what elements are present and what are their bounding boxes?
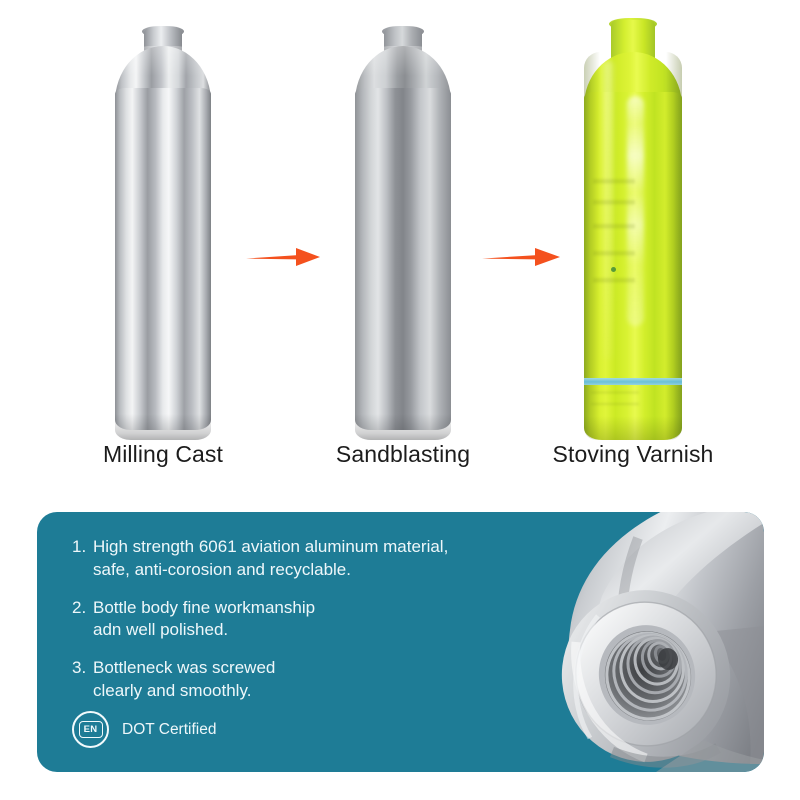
bottle1-bottom-shadow [115, 414, 211, 440]
bottleneck-thread-closeup [506, 512, 764, 772]
feature-item-3: 3. Bottleneck was screwed clearly and sm… [72, 657, 502, 703]
en-badge-icon: EN [72, 711, 109, 748]
step-1-label: Milling Cast [102, 441, 224, 467]
feature-3-line-1: Bottleneck was screwed [93, 658, 276, 678]
process-step-3: Stoving Varnish [533, 0, 733, 500]
feature-item-2: 2. Bottle body fine workmanship adn well… [72, 597, 502, 643]
bottle3-lower-markings [591, 388, 639, 422]
arrow-step-2-to-3 [482, 246, 560, 268]
feature-3-text: Bottleneck was screwed clearly and smoot… [93, 657, 502, 703]
feature-3-line-2: clearly and smoothly. [93, 680, 252, 700]
step-2-label: Sandblasting [335, 441, 471, 467]
feature-1-line-2: safe, anti-corosion and recyclable. [93, 559, 351, 579]
bottle3-blue-band [584, 378, 682, 385]
bottle-stoving-varnish [533, 0, 733, 440]
bottle-sandblasting [303, 0, 503, 440]
feature-item-1: 1. High strength 6061 aviation aluminum … [72, 536, 502, 582]
feature-2-number: 2. [72, 597, 87, 617]
feature-2-line-2: adn well polished. [93, 620, 229, 640]
feature-list: 1. High strength 6061 aviation aluminum … [72, 536, 502, 718]
bottle1-top-highlight [115, 46, 211, 76]
feature-2-text: Bottle body fine workmanship adn well po… [93, 597, 502, 643]
process-step-2: Sandblasting [303, 0, 503, 500]
bottle3-green-dot-mark [611, 267, 616, 272]
bottle-milling-cast [63, 0, 263, 440]
bottle3-left-edge-shade [584, 52, 600, 440]
feature-1-text: High strength 6061 aviation aluminum mat… [93, 536, 502, 582]
en-badge-label: EN [78, 721, 103, 738]
bottle3-bottom-shadow [584, 416, 682, 440]
bottle3-secondary-gloss [603, 60, 613, 360]
arrow-step-1-to-2 [246, 246, 320, 268]
bottle2-bottom-shadow [355, 414, 451, 440]
process-row: Milling Cast Sandblasting [63, 0, 733, 500]
bottle2-top-highlight [355, 46, 451, 76]
bottle2-body [355, 88, 451, 430]
step-3-label: Stoving Varnish [552, 441, 714, 467]
bottle3-embossed-markings [593, 170, 635, 320]
bottle3-specular-gloss [627, 96, 644, 326]
process-step-1: Milling Cast [63, 0, 263, 500]
feature-2-line-1: Bottle body fine workmanship [93, 597, 316, 617]
feature-1-line-1: High strength 6061 aviation aluminum mat… [93, 537, 449, 556]
bottle3-right-edge-shade [666, 52, 682, 440]
bottle1-body [115, 88, 211, 430]
feature-3-number: 3. [72, 658, 87, 678]
feature-1-number: 1. [72, 537, 87, 556]
dot-certified-label: DOT Certified [122, 720, 217, 738]
dot-certified-badge: EN DOT Certified [72, 711, 216, 748]
feature-panel: 1. High strength 6061 aviation aluminum … [37, 512, 764, 772]
